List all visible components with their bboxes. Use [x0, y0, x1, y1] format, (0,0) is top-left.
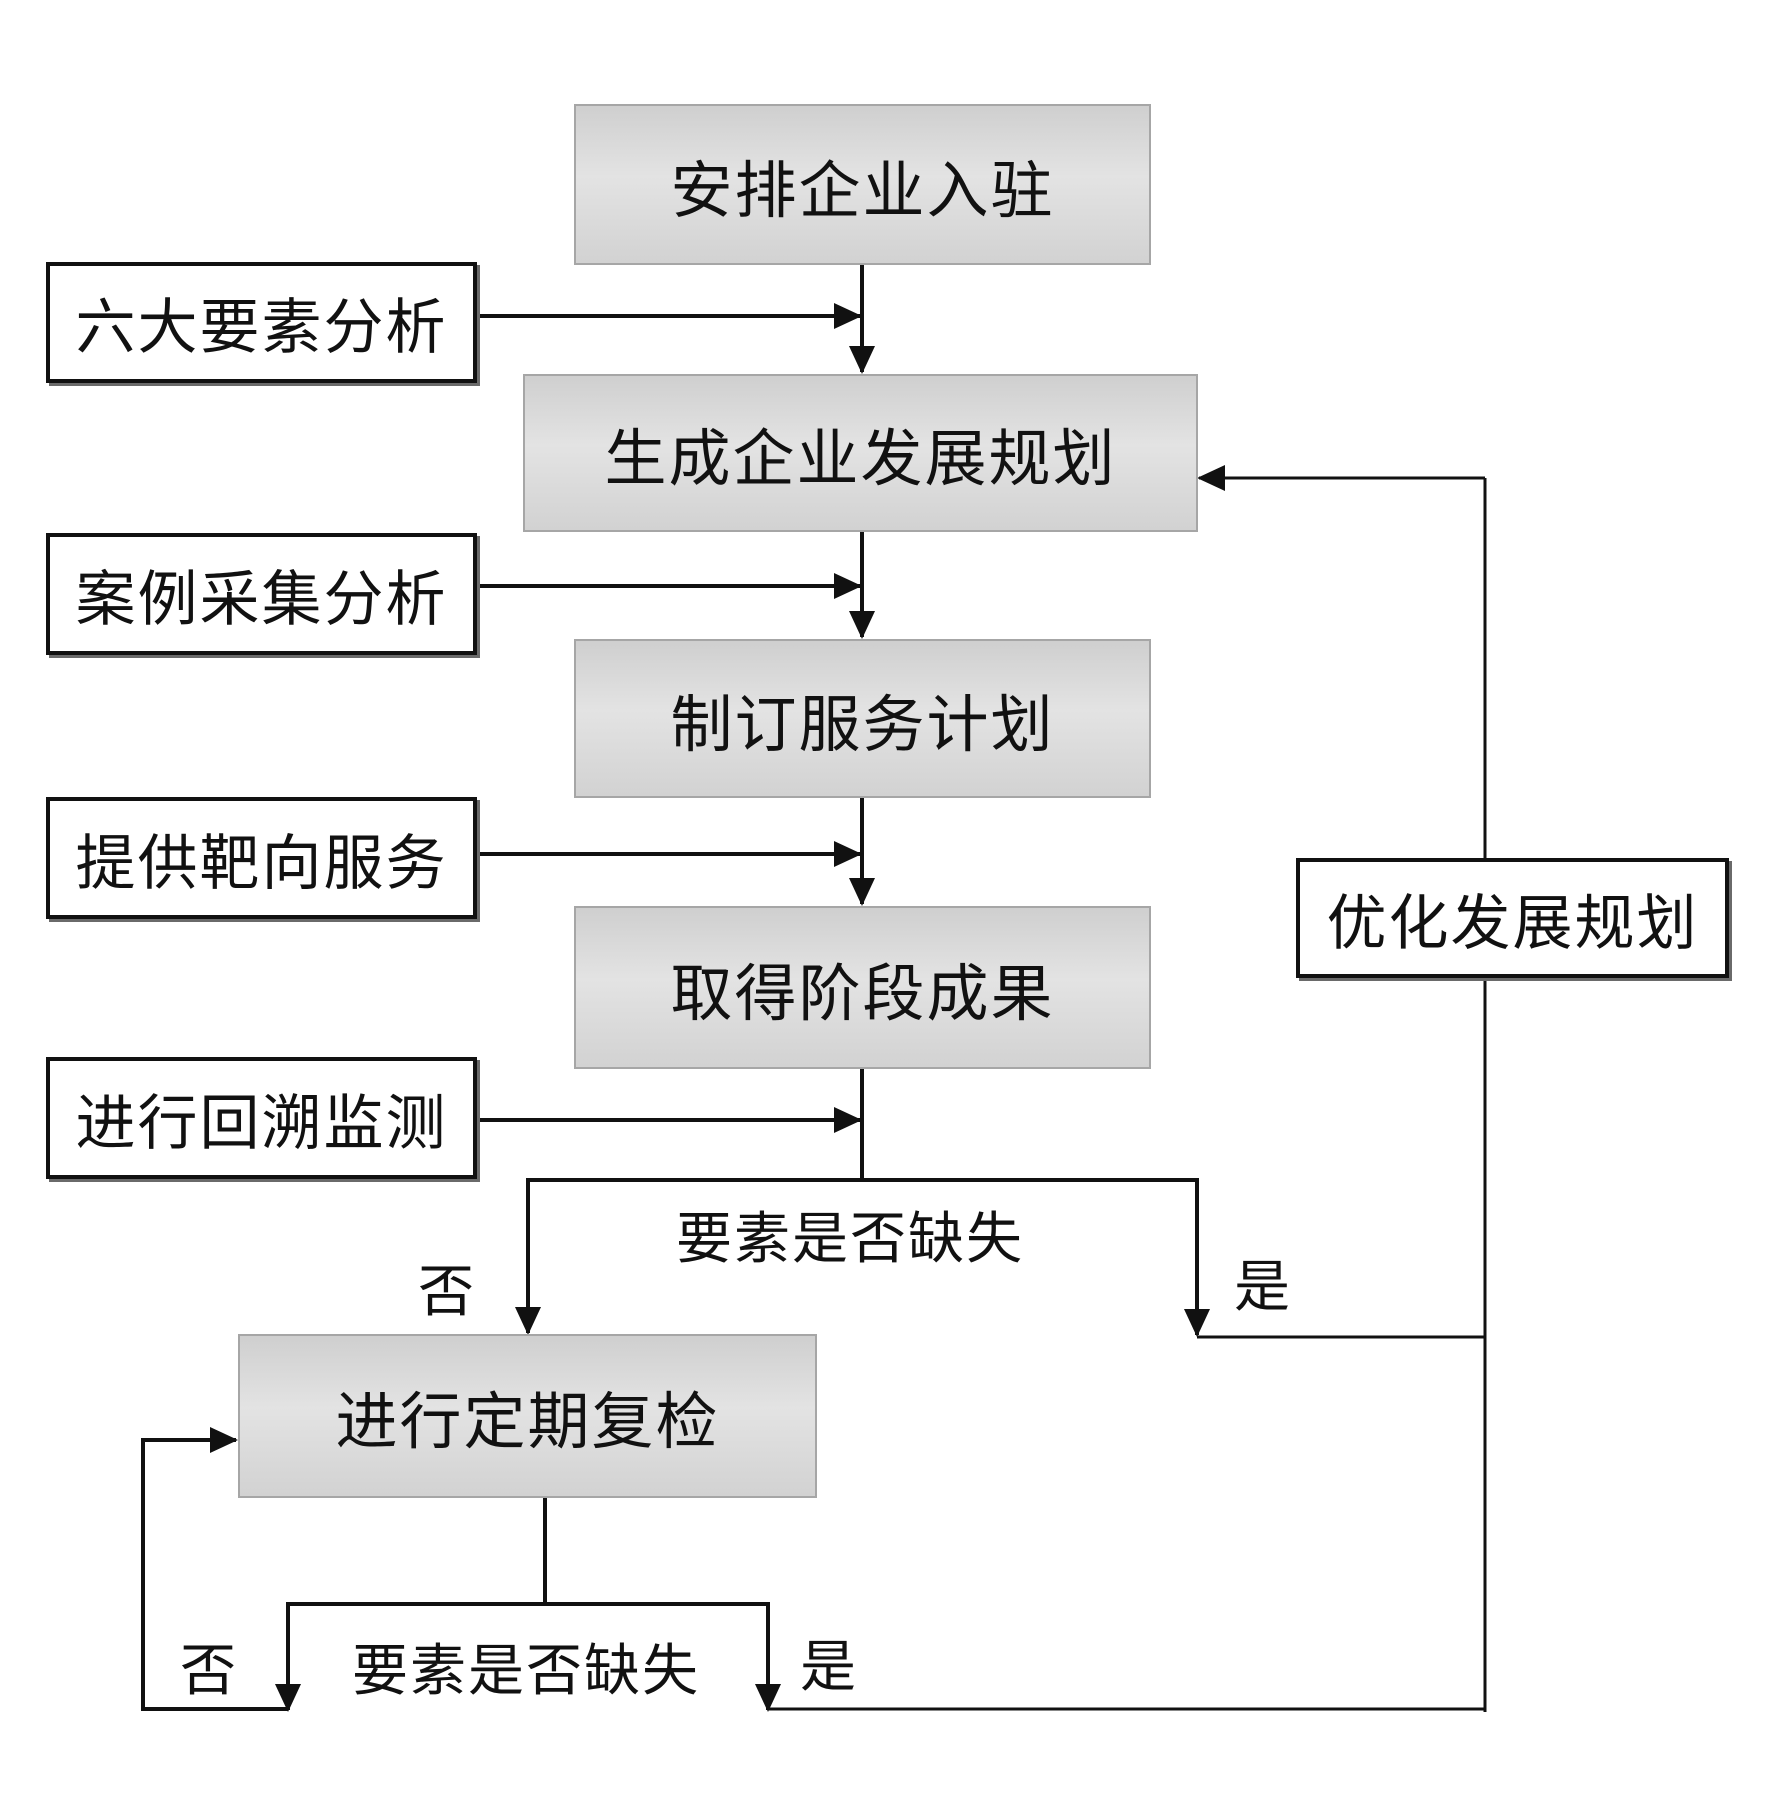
input4-box: 进行回溯监测: [46, 1057, 477, 1179]
optimize-plan-label: 优化发展规划: [1326, 888, 1699, 959]
decision2-no-label: 否: [180, 1639, 238, 1704]
step2-box: 生成企业发展规划: [523, 374, 1198, 532]
input2-label: 案例采集分析: [75, 564, 448, 635]
arrow-decision2-no-loop: [141, 1427, 288, 1711]
step5-label: 进行定期复检: [335, 1385, 720, 1458]
step4-box: 取得阶段成果: [574, 906, 1151, 1069]
step1-box: 安排企业入驻: [574, 104, 1151, 265]
input1-label: 六大要素分析: [75, 293, 448, 363]
input3-box: 提供靶向服务: [46, 797, 477, 919]
step5-box: 进行定期复检: [238, 1334, 817, 1498]
arrow-decision2-yes: [545, 1602, 781, 1712]
input3-label: 提供靶向服务: [75, 828, 448, 899]
input1-box: 六大要素分析: [46, 262, 477, 383]
decision2-question: 要素是否缺失: [352, 1639, 700, 1704]
step4-label: 取得阶段成果: [670, 956, 1055, 1030]
optimize-plan-box: 优化发展规划: [1296, 858, 1729, 978]
step1-label: 安排企业入驻: [670, 153, 1055, 227]
decision1-question: 要素是否缺失: [676, 1207, 1024, 1272]
step2-label: 生成企业发展规划: [604, 422, 1117, 495]
step3-box: 制订服务计划: [574, 639, 1151, 798]
input4-label: 进行回溯监测: [75, 1088, 448, 1159]
arrow-decision1-yes: [862, 1178, 1210, 1337]
input2-box: 案例采集分析: [46, 533, 477, 655]
step3-label: 制订服务计划: [670, 687, 1055, 761]
arrow-decision2-no: [275, 1602, 545, 1712]
decision1-no-label: 否: [418, 1260, 476, 1325]
arrow-decision1-no: [515, 1178, 862, 1335]
decision2-yes-label: 是: [800, 1635, 858, 1700]
decision1-yes-label: 是: [1234, 1255, 1292, 1320]
